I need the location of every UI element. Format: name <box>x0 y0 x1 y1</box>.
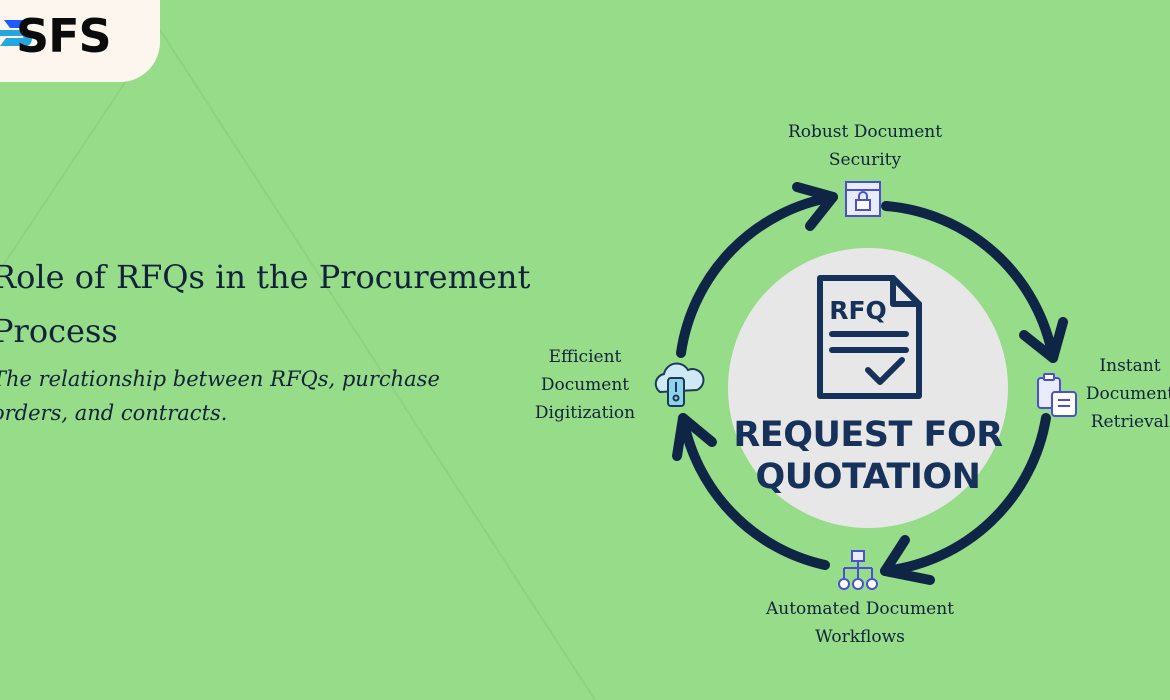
logo-card[interactable]: SFS <box>0 0 160 82</box>
node-label-left: Efficient Document Digitization <box>534 347 636 423</box>
clipboard-document-icon <box>1037 373 1077 417</box>
node-label-bottom: Automated Document Workflows <box>765 599 955 647</box>
cloud-phone-icon <box>654 362 705 407</box>
arrow-right-to-bottom <box>880 413 1051 576</box>
page-title: Role of RFQs in the Procurement Process <box>0 258 531 350</box>
arrowhead-top <box>792 182 838 231</box>
arrow-bottom-to-left <box>678 413 830 570</box>
center-circle <box>728 248 1008 528</box>
rfq-doc-label: RFQ <box>829 296 887 325</box>
sfs-logo-icon <box>0 20 32 46</box>
center-title: REQUEST FOR QUOTATION <box>733 415 1003 497</box>
arrowhead-bottom <box>880 535 935 585</box>
arrowhead-right <box>1019 317 1068 363</box>
page-subtitle: The relationship between RFQs, purchase … <box>0 367 440 425</box>
arrow-top-to-right <box>881 201 1058 363</box>
arrow-left-to-top <box>676 192 838 358</box>
logo-text: SFS <box>16 9 112 63</box>
cycle-arrows <box>672 182 1068 585</box>
org-chart-icon <box>838 550 878 590</box>
rfq-document-icon <box>817 275 922 399</box>
arrowhead-left <box>672 413 717 461</box>
lock-window-icon <box>845 181 881 217</box>
node-label-top: Robust Document Security <box>787 122 943 170</box>
node-label-right: Instant Document Retrieval <box>1085 356 1170 432</box>
